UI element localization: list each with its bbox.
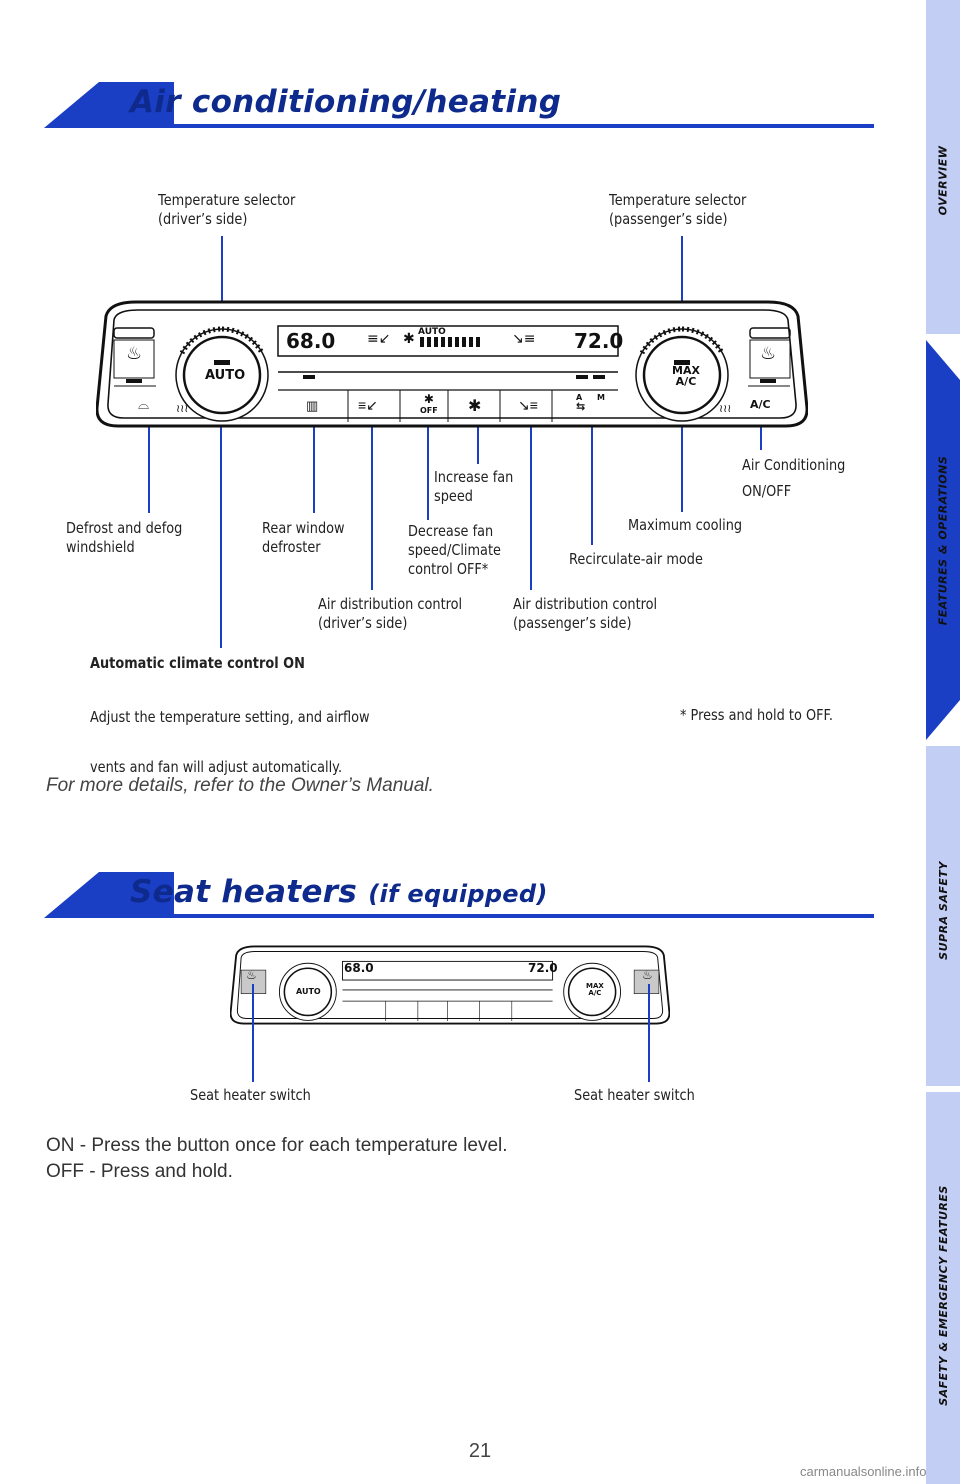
section-title: Seat heaters (if equipped) xyxy=(130,874,548,910)
label-decrease-fan: Decrease fan speed/Climate control OFF* xyxy=(408,522,501,578)
climate-control-panel-small xyxy=(230,945,670,1025)
sidebar-label-supra-safety: SUPRA SAFETY xyxy=(926,830,960,990)
label-auto-climate-line2: vents and fan will adjust automatically. xyxy=(90,758,343,776)
heat-left-icon: ≀≀≀ xyxy=(176,403,189,415)
defrost-button-icon[interactable]: ⌓ xyxy=(138,396,150,412)
watermark: carmanualsonline.info xyxy=(800,1464,927,1479)
label-recirculate: Recirculate-air mode xyxy=(569,550,703,568)
callout-line-rear-window xyxy=(313,420,315,513)
label-auto-climate-desc: Adjust the temperature setting, and airf… xyxy=(90,680,370,805)
callout-line-defrost xyxy=(148,420,150,513)
recirc-a-label: A xyxy=(576,393,583,402)
max-ac-button[interactable]: MAX A/C xyxy=(672,365,700,387)
small-max-ac-label-1: MAX xyxy=(586,982,604,990)
section-title-suffix: (if equipped) xyxy=(368,880,548,908)
callout-line-auto xyxy=(220,380,222,648)
max-ac-label-1: MAX xyxy=(672,364,700,377)
callout-line-temp-passenger xyxy=(681,236,683,336)
callout-line-ac-onoff xyxy=(760,420,762,450)
label-ac-onoff-line1: Air Conditioning xyxy=(742,456,846,474)
page-number: 21 xyxy=(468,1440,492,1462)
label-defrost: Defrost and defog windshield xyxy=(66,519,183,556)
sidebar-label-text: OVERVIEW xyxy=(936,145,950,215)
air-dist-passenger-button-icon[interactable]: ↘≡ xyxy=(518,397,538,413)
car-recirc-icon: ⇆ xyxy=(576,400,586,413)
airflow-driver-icon: ≡↙ xyxy=(367,331,391,347)
label-max-cooling: Maximum cooling xyxy=(628,516,743,534)
label-increase-fan: Increase fan speed xyxy=(434,468,514,505)
callout-line-max-cooling xyxy=(681,396,683,512)
section-title-main: Seat heaters xyxy=(130,874,358,910)
label-rear-window: Rear window defroster xyxy=(262,519,345,556)
label-temp-passenger: Temperature selector (passenger’s side) xyxy=(609,191,747,228)
callout-line-seat-left xyxy=(252,984,254,1082)
sidebar-tab-features[interactable] xyxy=(926,340,960,740)
label-seat-heater-left: Seat heater switch xyxy=(190,1086,311,1104)
seat-heater-left-icon[interactable]: ♨ xyxy=(126,343,143,363)
small-seat-heater-right-icon[interactable]: ♨ xyxy=(642,968,653,982)
display-temp-right: 72.0 xyxy=(574,329,624,353)
section-underline xyxy=(164,124,874,128)
seat-on-instructions: ON - Press the button once for each temp… xyxy=(46,1135,508,1156)
rear-defrost-button-icon[interactable]: ▥ xyxy=(306,398,319,413)
label-temp-driver: Temperature selector (driver’s side) xyxy=(158,191,296,228)
small-max-ac-button[interactable]: MAX A/C xyxy=(586,983,604,997)
fan-decrease-button[interactable]: ✱ OFF xyxy=(420,392,438,416)
footnote: * Press and hold to OFF. xyxy=(680,706,833,724)
label-air-dist-driver: Air distribution control (driver’s side) xyxy=(318,595,463,632)
label-ac-onoff: Air Conditioning ON/OFF xyxy=(742,452,845,504)
air-dist-driver-button-icon[interactable]: ≡↙ xyxy=(358,397,378,413)
sidebar-label-text: SUPRA SAFETY xyxy=(936,860,950,960)
small-display-temp-left: 68.0 xyxy=(344,961,374,975)
label-air-dist-passenger: Air distribution control (passenger’s si… xyxy=(513,595,658,632)
sidebar-label-safety-emergency: SAFETY & EMERGENCY FEATURES xyxy=(926,1150,960,1440)
callout-line-recirculate xyxy=(591,420,593,545)
callout-line-air-dist-passenger xyxy=(530,420,532,590)
max-ac-label-2: A/C xyxy=(675,375,697,388)
callout-line-seat-right xyxy=(648,984,650,1082)
ac-button[interactable]: A/C xyxy=(750,398,771,411)
fan-level-bars xyxy=(420,337,482,347)
chapter-sidebar: OVERVIEW FEATURES & OPERATIONS SUPRA SAF… xyxy=(926,0,960,1484)
sidebar-tab-overview[interactable] xyxy=(926,0,960,334)
seat-off-instructions: OFF - Press and hold. xyxy=(46,1161,233,1182)
callout-line-air-dist-driver xyxy=(371,420,373,590)
heat-right-icon: ≀≀≀ xyxy=(719,403,732,415)
recirc-m-label: M xyxy=(597,393,605,402)
sidebar-tab-supra-safety[interactable] xyxy=(926,746,960,1086)
fan-icon: ✱ xyxy=(403,331,415,347)
callout-line-decrease-fan xyxy=(427,420,429,520)
display-auto: AUTO xyxy=(418,327,446,337)
label-auto-climate-line1: Adjust the temperature setting, and airf… xyxy=(90,708,370,726)
small-display-temp-right: 72.0 xyxy=(528,961,558,975)
section-title: Air conditioning/heating xyxy=(130,84,562,120)
label-auto-climate-title: Automatic climate control ON xyxy=(90,654,305,672)
more-details-note: For more details, refer to the Owner’s M… xyxy=(46,775,434,796)
sidebar-label-text: SAFETY & EMERGENCY FEATURES xyxy=(936,1184,950,1406)
climate-control-panel xyxy=(96,300,808,428)
callout-line-temp-driver xyxy=(221,236,223,336)
small-auto-button[interactable]: AUTO xyxy=(296,987,321,996)
sidebar-tab-safety-emergency[interactable] xyxy=(926,1092,960,1484)
sidebar-label-features: FEATURES & OPERATIONS xyxy=(926,420,960,660)
label-ac-onoff-line2: ON/OFF xyxy=(742,482,792,500)
section-header-ac: Air conditioning/heating xyxy=(44,82,874,130)
recirculate-button[interactable]: A M ⇆ xyxy=(576,393,610,413)
fan-off-label: OFF xyxy=(420,406,438,415)
label-seat-heater-right: Seat heater switch xyxy=(574,1086,695,1104)
fan-increase-button-icon[interactable]: ✱ xyxy=(468,398,482,415)
small-seat-heater-left-icon[interactable]: ♨ xyxy=(246,968,257,982)
section-underline xyxy=(164,914,874,918)
seat-heater-right-icon[interactable]: ♨ xyxy=(760,343,777,363)
small-max-ac-label-2: A/C xyxy=(588,989,602,997)
airflow-passenger-icon: ↘≡ xyxy=(512,331,536,347)
sidebar-label-overview: OVERVIEW xyxy=(926,110,960,250)
sidebar-label-text: FEATURES & OPERATIONS xyxy=(936,455,950,625)
display-temp-left: 68.0 xyxy=(286,329,336,353)
section-header-seat-heaters: Seat heaters (if equipped) xyxy=(44,872,874,920)
fan-small-icon: ✱ xyxy=(423,392,434,406)
auto-button[interactable]: AUTO xyxy=(205,368,246,383)
callout-line-increase-fan xyxy=(477,420,479,464)
